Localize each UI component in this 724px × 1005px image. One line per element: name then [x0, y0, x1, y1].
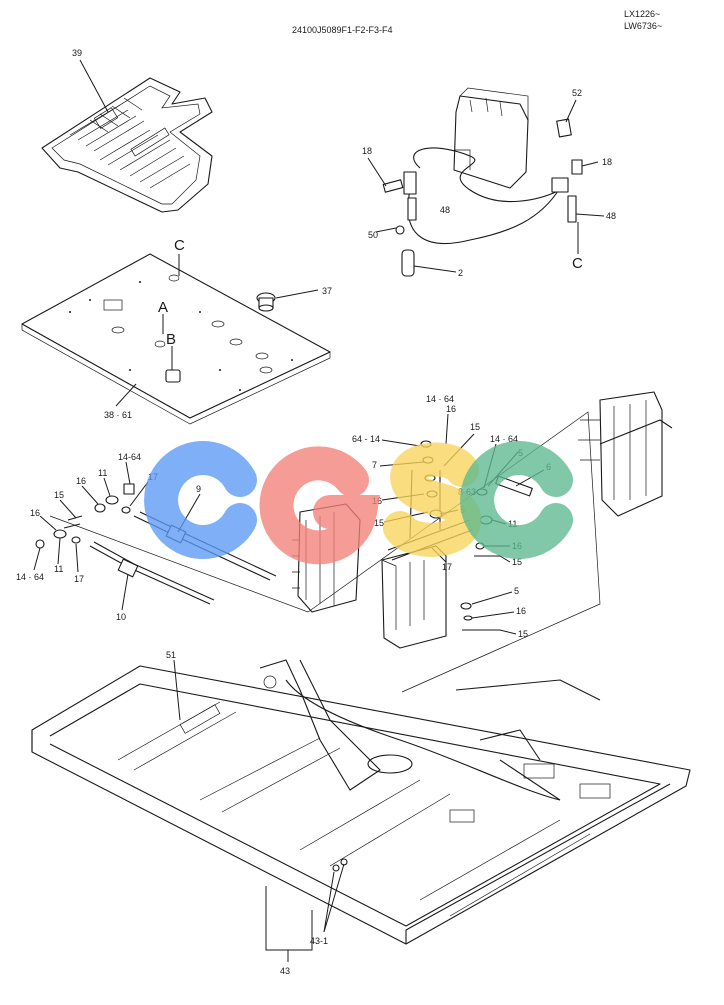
- grommet-37: [256, 292, 276, 312]
- leader-43: [265, 886, 313, 951]
- leader-10: [121, 573, 129, 611]
- label-38-61: 38 · 61: [104, 410, 132, 420]
- leader-15c: [499, 555, 511, 563]
- leader-16e: [81, 485, 99, 505]
- label-52: 52: [572, 88, 582, 98]
- bolt-18-right: [571, 159, 583, 175]
- serial-range-1: LX1226~: [624, 9, 660, 19]
- leader-11c: [57, 537, 61, 565]
- label-11c: 11: [54, 564, 63, 574]
- label-14-64b: 14 · 64: [490, 434, 518, 444]
- pedestal-right: [578, 391, 673, 517]
- label-15e: 15: [54, 490, 64, 500]
- watermark-letter-s: [383, 442, 481, 557]
- leader-52: [565, 99, 577, 123]
- leader-37: [275, 289, 319, 299]
- watermark-letter-c2: [460, 441, 573, 559]
- label-16e: 16: [76, 476, 86, 486]
- label-15d: 15: [518, 629, 528, 639]
- leader-48b: [575, 213, 605, 217]
- label-5c: 5: [514, 586, 519, 596]
- machine-frame-part: [31, 659, 691, 945]
- leader-17c: [75, 543, 79, 573]
- part-number-title: 24100J5089F1-F2-F3-F4: [292, 25, 393, 35]
- cable-lower: [407, 187, 561, 244]
- watermark-cgsc: [144, 441, 573, 565]
- leader-15d: [499, 629, 517, 635]
- label-9: 9: [196, 484, 201, 494]
- leader-50: [375, 227, 397, 233]
- label-7: 7: [372, 460, 377, 470]
- label-11a: 11: [508, 519, 517, 529]
- label-14-64a: 14 · 64: [426, 394, 454, 404]
- leader-11b: [103, 477, 111, 497]
- nut-50: [395, 225, 405, 235]
- leader-16f: [39, 515, 57, 531]
- bracket-48: [567, 195, 577, 223]
- cable-end-pin: [407, 197, 417, 221]
- leader-38-61: [115, 383, 137, 407]
- leader-17b: [129, 481, 149, 507]
- leader-15e: [59, 499, 77, 519]
- leader-18b: [581, 161, 599, 167]
- leader-18a: [367, 157, 387, 187]
- label-39: 39: [72, 48, 82, 58]
- label-37: 37: [322, 286, 332, 296]
- label-17a: 17: [442, 562, 452, 572]
- label-51: 51: [166, 650, 176, 660]
- label-plate-part: [556, 118, 572, 138]
- controller-unit-part: [453, 87, 529, 189]
- knob-part: [401, 249, 415, 277]
- label-43: 43: [280, 966, 290, 976]
- label-14-64d: 14 · 64: [16, 572, 44, 582]
- bolt-18-left: [382, 179, 404, 193]
- grommet-b: [165, 369, 181, 383]
- hardware-left: [35, 483, 135, 549]
- leader-16a: [445, 413, 449, 445]
- reference-mark-c-right: C: [572, 255, 583, 272]
- cable-fitting-right: [551, 177, 569, 193]
- label-43-1: 43-1: [310, 936, 328, 946]
- label-16d: 16: [516, 606, 526, 616]
- leader-64-14: [381, 439, 421, 447]
- label-10: 10: [116, 612, 126, 622]
- cable-end-fitting: [403, 171, 417, 195]
- label-64-14: 64 - 14: [352, 434, 380, 444]
- leader-14-64d: [33, 547, 41, 571]
- label-15b: 15: [374, 518, 384, 528]
- label-11b: 11: [98, 468, 107, 478]
- leader-51: [173, 659, 181, 721]
- label-18b: 18: [602, 157, 612, 167]
- floor-plate-part: [21, 253, 331, 425]
- floor-mat-part: [41, 77, 213, 213]
- label-2: 2: [458, 268, 463, 278]
- label-16a: 16: [446, 404, 456, 414]
- serial-range-2: LW6736~: [624, 21, 662, 31]
- label-15a: 15: [470, 422, 480, 432]
- watermark-letter-c1: [144, 441, 257, 559]
- reference-mark-a: A: [158, 299, 168, 316]
- group-outline: [49, 411, 601, 693]
- label-17c: 17: [74, 574, 84, 584]
- label-48b: 48: [606, 211, 616, 221]
- leader-16d: [471, 611, 515, 619]
- leader-2: [413, 265, 457, 273]
- reference-mark-b: B: [166, 331, 176, 348]
- cable-upper: [413, 147, 561, 203]
- label-50: 50: [368, 230, 378, 240]
- label-18a: 18: [362, 146, 372, 156]
- leader-5c: [471, 591, 513, 605]
- label-48a: 48: [440, 205, 450, 215]
- cable-10-part: [89, 541, 215, 605]
- leader-39: [79, 59, 109, 113]
- label-16f: 16: [30, 508, 40, 518]
- label-14-64c: 14-64: [118, 452, 141, 462]
- leader-43-1: [323, 863, 345, 933]
- reference-mark-c-left: C: [174, 237, 185, 254]
- watermark-letter-g: [259, 446, 380, 565]
- label-15c: 15: [512, 557, 522, 567]
- leader-14-64c: [125, 461, 131, 485]
